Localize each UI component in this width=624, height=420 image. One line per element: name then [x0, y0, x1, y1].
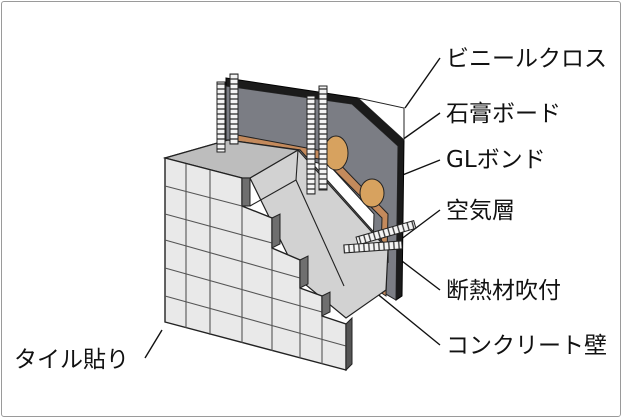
cloth-corner — [356, 97, 405, 142]
label-air-layer: 空気層 — [446, 198, 515, 224]
tile-side — [299, 255, 309, 289]
leader-concrete-wall — [374, 291, 441, 346]
gl-bond-blob — [323, 135, 349, 171]
tile-side — [321, 291, 331, 317]
gl-bond-blob — [359, 178, 385, 208]
leader-vinyl-cloth — [404, 57, 441, 109]
tile-side — [345, 316, 353, 372]
label-vinyl-cloth: ビニールクロス — [446, 46, 607, 72]
label-concrete-wall: コンクリート壁 — [446, 333, 607, 359]
leader-tile — [144, 329, 163, 359]
label-tile: タイル貼り — [14, 347, 129, 373]
label-gypsum-board: 石膏ボード — [446, 101, 561, 127]
label-spray-insulation: 断熱材吹付 — [446, 278, 561, 304]
leader-lines — [144, 57, 441, 359]
leader-spray-insulation — [397, 257, 441, 291]
tile-side — [241, 177, 251, 207]
label-gl-bond: GLボンド — [446, 147, 546, 173]
tile-side — [271, 213, 281, 249]
rebar-horizontal — [343, 219, 417, 254]
leader-air-layer — [399, 209, 441, 241]
rebar-vertical — [216, 73, 328, 195]
leader-gypsum-board — [401, 112, 441, 141]
